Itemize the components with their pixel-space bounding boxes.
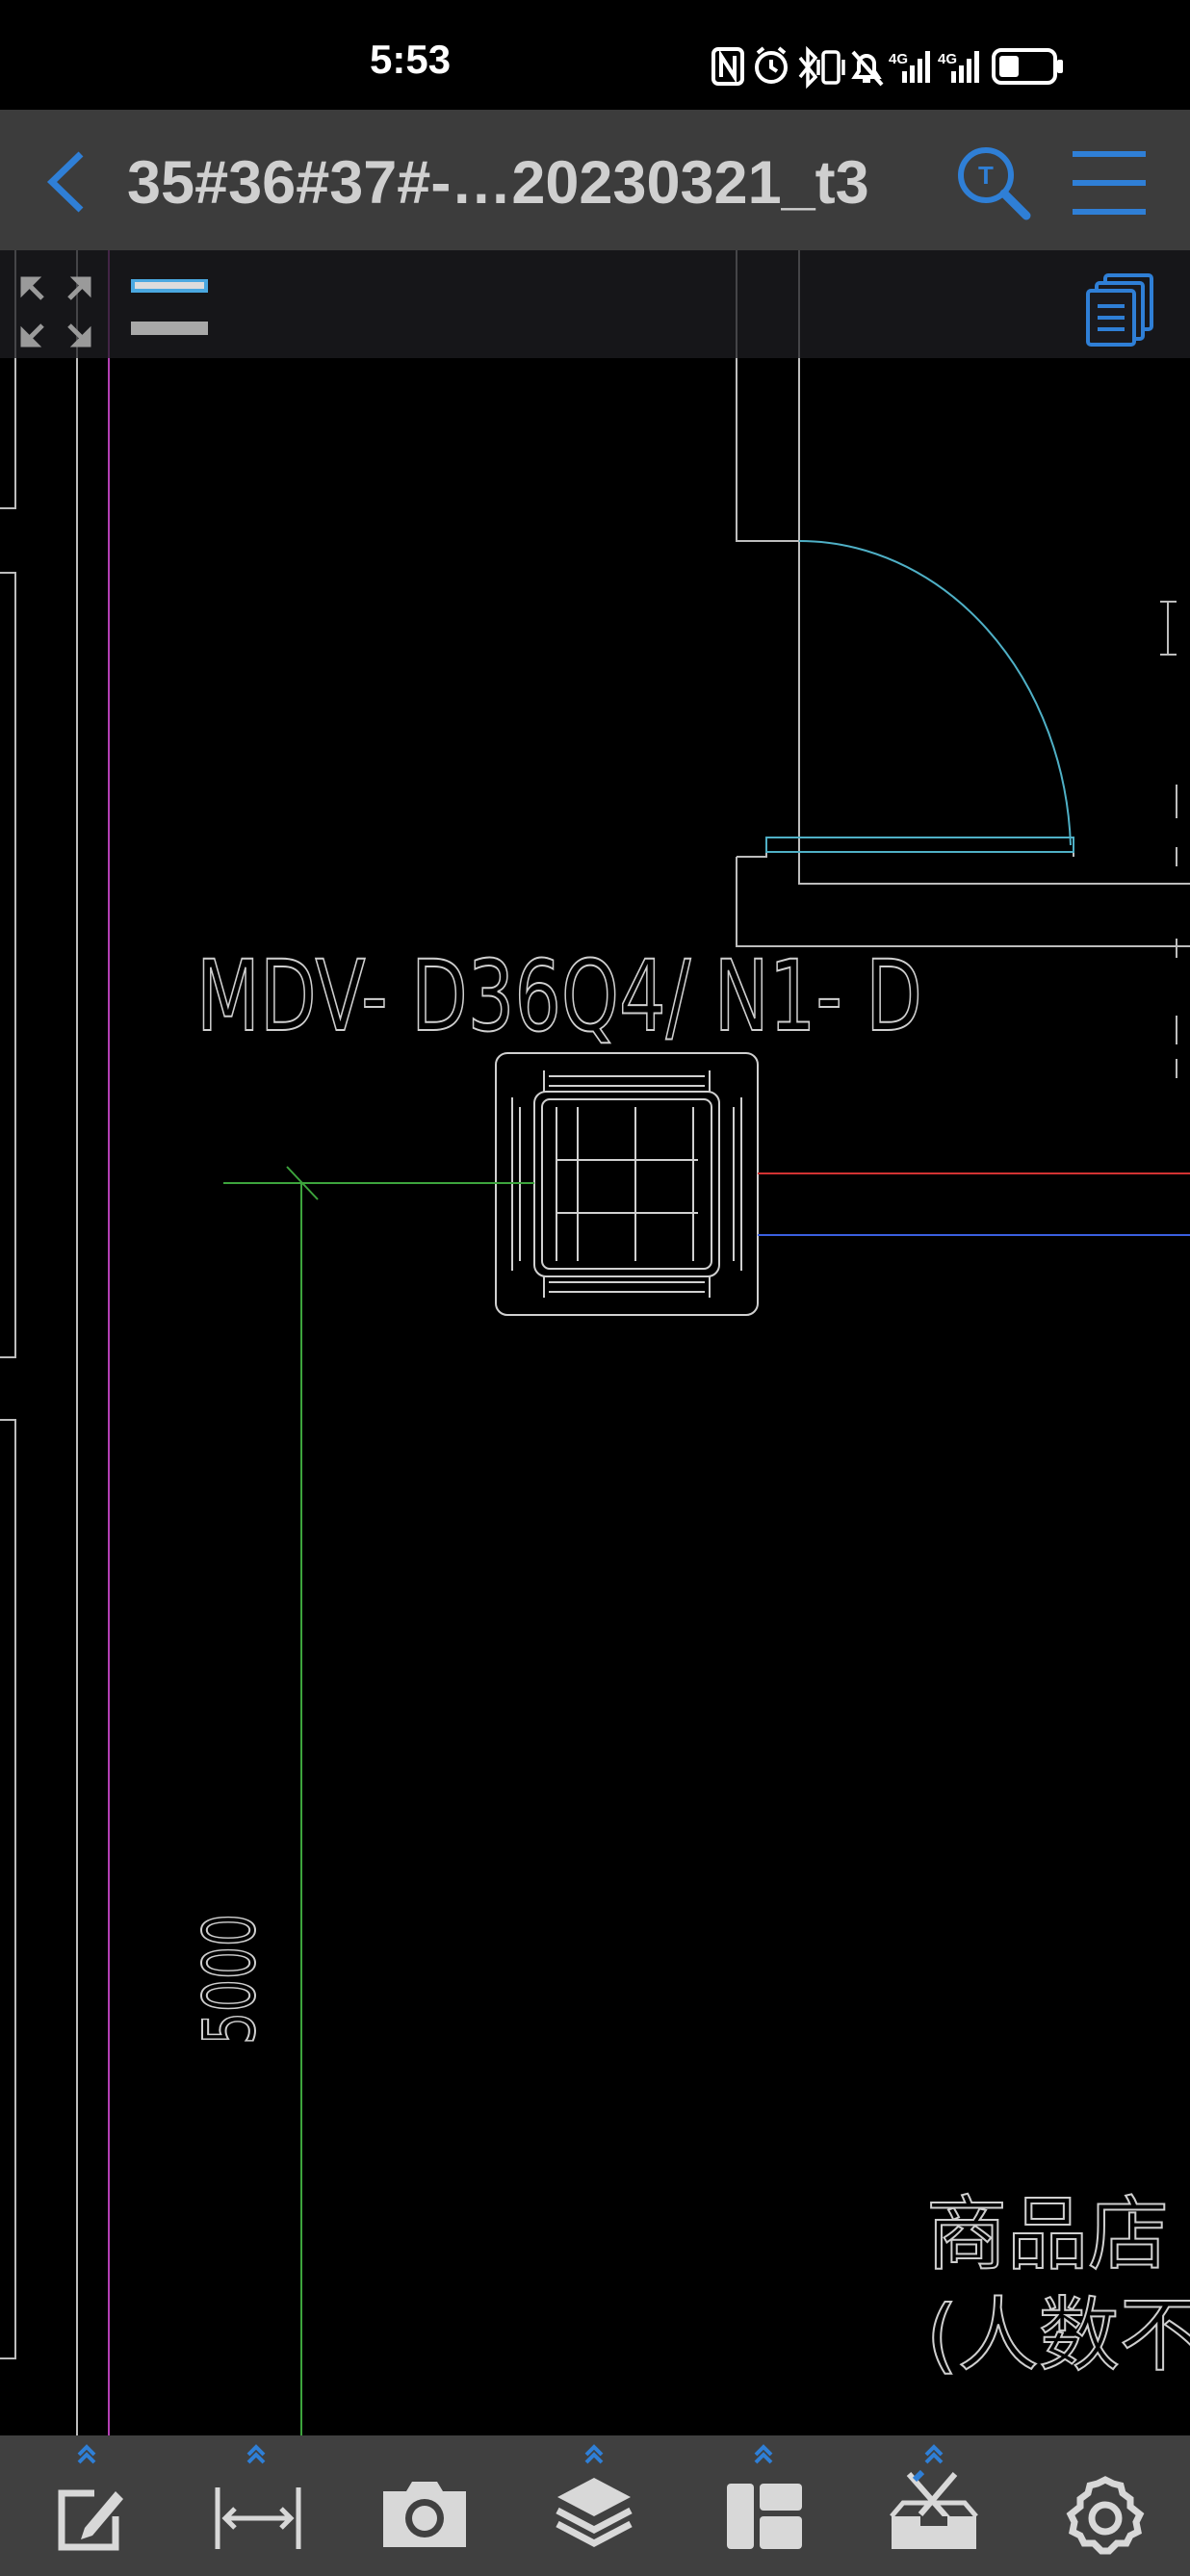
room-note: (人数不得超 — [926, 2288, 1190, 2383]
pages-icon[interactable] — [1084, 271, 1157, 348]
room-name: 商品店 — [926, 2187, 1169, 2281]
status-bar: 5:53 4G 4G — [0, 0, 1190, 110]
bluetooth-icon — [798, 45, 818, 90]
layer-lines-icon[interactable] — [129, 275, 210, 343]
tool-layers[interactable] — [536, 2435, 652, 2576]
wall-lines — [0, 250, 78, 2435]
tool-layout[interactable] — [706, 2435, 821, 2576]
overlay-toolbar — [0, 250, 1190, 358]
mute-icon — [851, 50, 884, 87]
bottom-toolbar — [0, 2435, 1190, 2576]
measure-icon[interactable] — [198, 2435, 314, 2576]
svg-text:4G: 4G — [889, 51, 908, 67]
title-bar: 35#36#37#-…20230321_t3 T — [0, 110, 1190, 250]
dimension-text: 5000 — [189, 1914, 272, 2045]
alarm-icon — [755, 46, 788, 84]
edit-icon[interactable] — [29, 2435, 144, 2576]
fullscreen-icon[interactable] — [17, 273, 94, 350]
door-swing — [765, 539, 1074, 853]
tool-settings[interactable] — [1046, 2435, 1161, 2576]
clipped-text-fragments — [1160, 601, 1177, 1078]
document-title: 35#36#37#-…20230321_t3 — [127, 149, 869, 217]
tool-camera[interactable] — [366, 2435, 481, 2576]
text-search-icon[interactable]: T — [953, 142, 1034, 223]
model-label: MDV- D36Q4/ N1- D — [196, 940, 922, 1054]
tool-edit[interactable] — [29, 2435, 144, 2576]
svg-text:4G: 4G — [938, 51, 957, 67]
nfc-icon — [711, 47, 744, 86]
settings-icon[interactable] — [1046, 2435, 1161, 2576]
vibrate-icon — [816, 50, 845, 85]
chevron-left-icon[interactable] — [39, 148, 96, 216]
camera-icon[interactable] — [366, 2435, 481, 2576]
battery-icon — [992, 48, 1063, 85]
toolbox-icon[interactable] — [876, 2435, 992, 2576]
status-time: 5:53 — [370, 37, 452, 82]
tool-measure[interactable] — [198, 2435, 314, 2576]
green-leader — [223, 1166, 534, 2435]
svg-text:T: T — [978, 161, 994, 190]
cassette-ac-unit[interactable] — [495, 1052, 759, 1316]
hamburger-icon[interactable] — [1069, 144, 1151, 221]
layout-icon[interactable] — [706, 2435, 821, 2576]
cad-canvas[interactable]: MDV- D36Q4/ N1- D 5000 商品店 (人数不得超 — [0, 250, 1190, 2435]
tool-toolbox[interactable] — [876, 2435, 992, 2576]
signal-4g-icon: 4G — [938, 51, 979, 83]
status-icons: 4G 4G — [711, 45, 1063, 90]
signal-4g-icon: 4G — [889, 51, 930, 83]
layers-icon[interactable] — [536, 2435, 652, 2576]
